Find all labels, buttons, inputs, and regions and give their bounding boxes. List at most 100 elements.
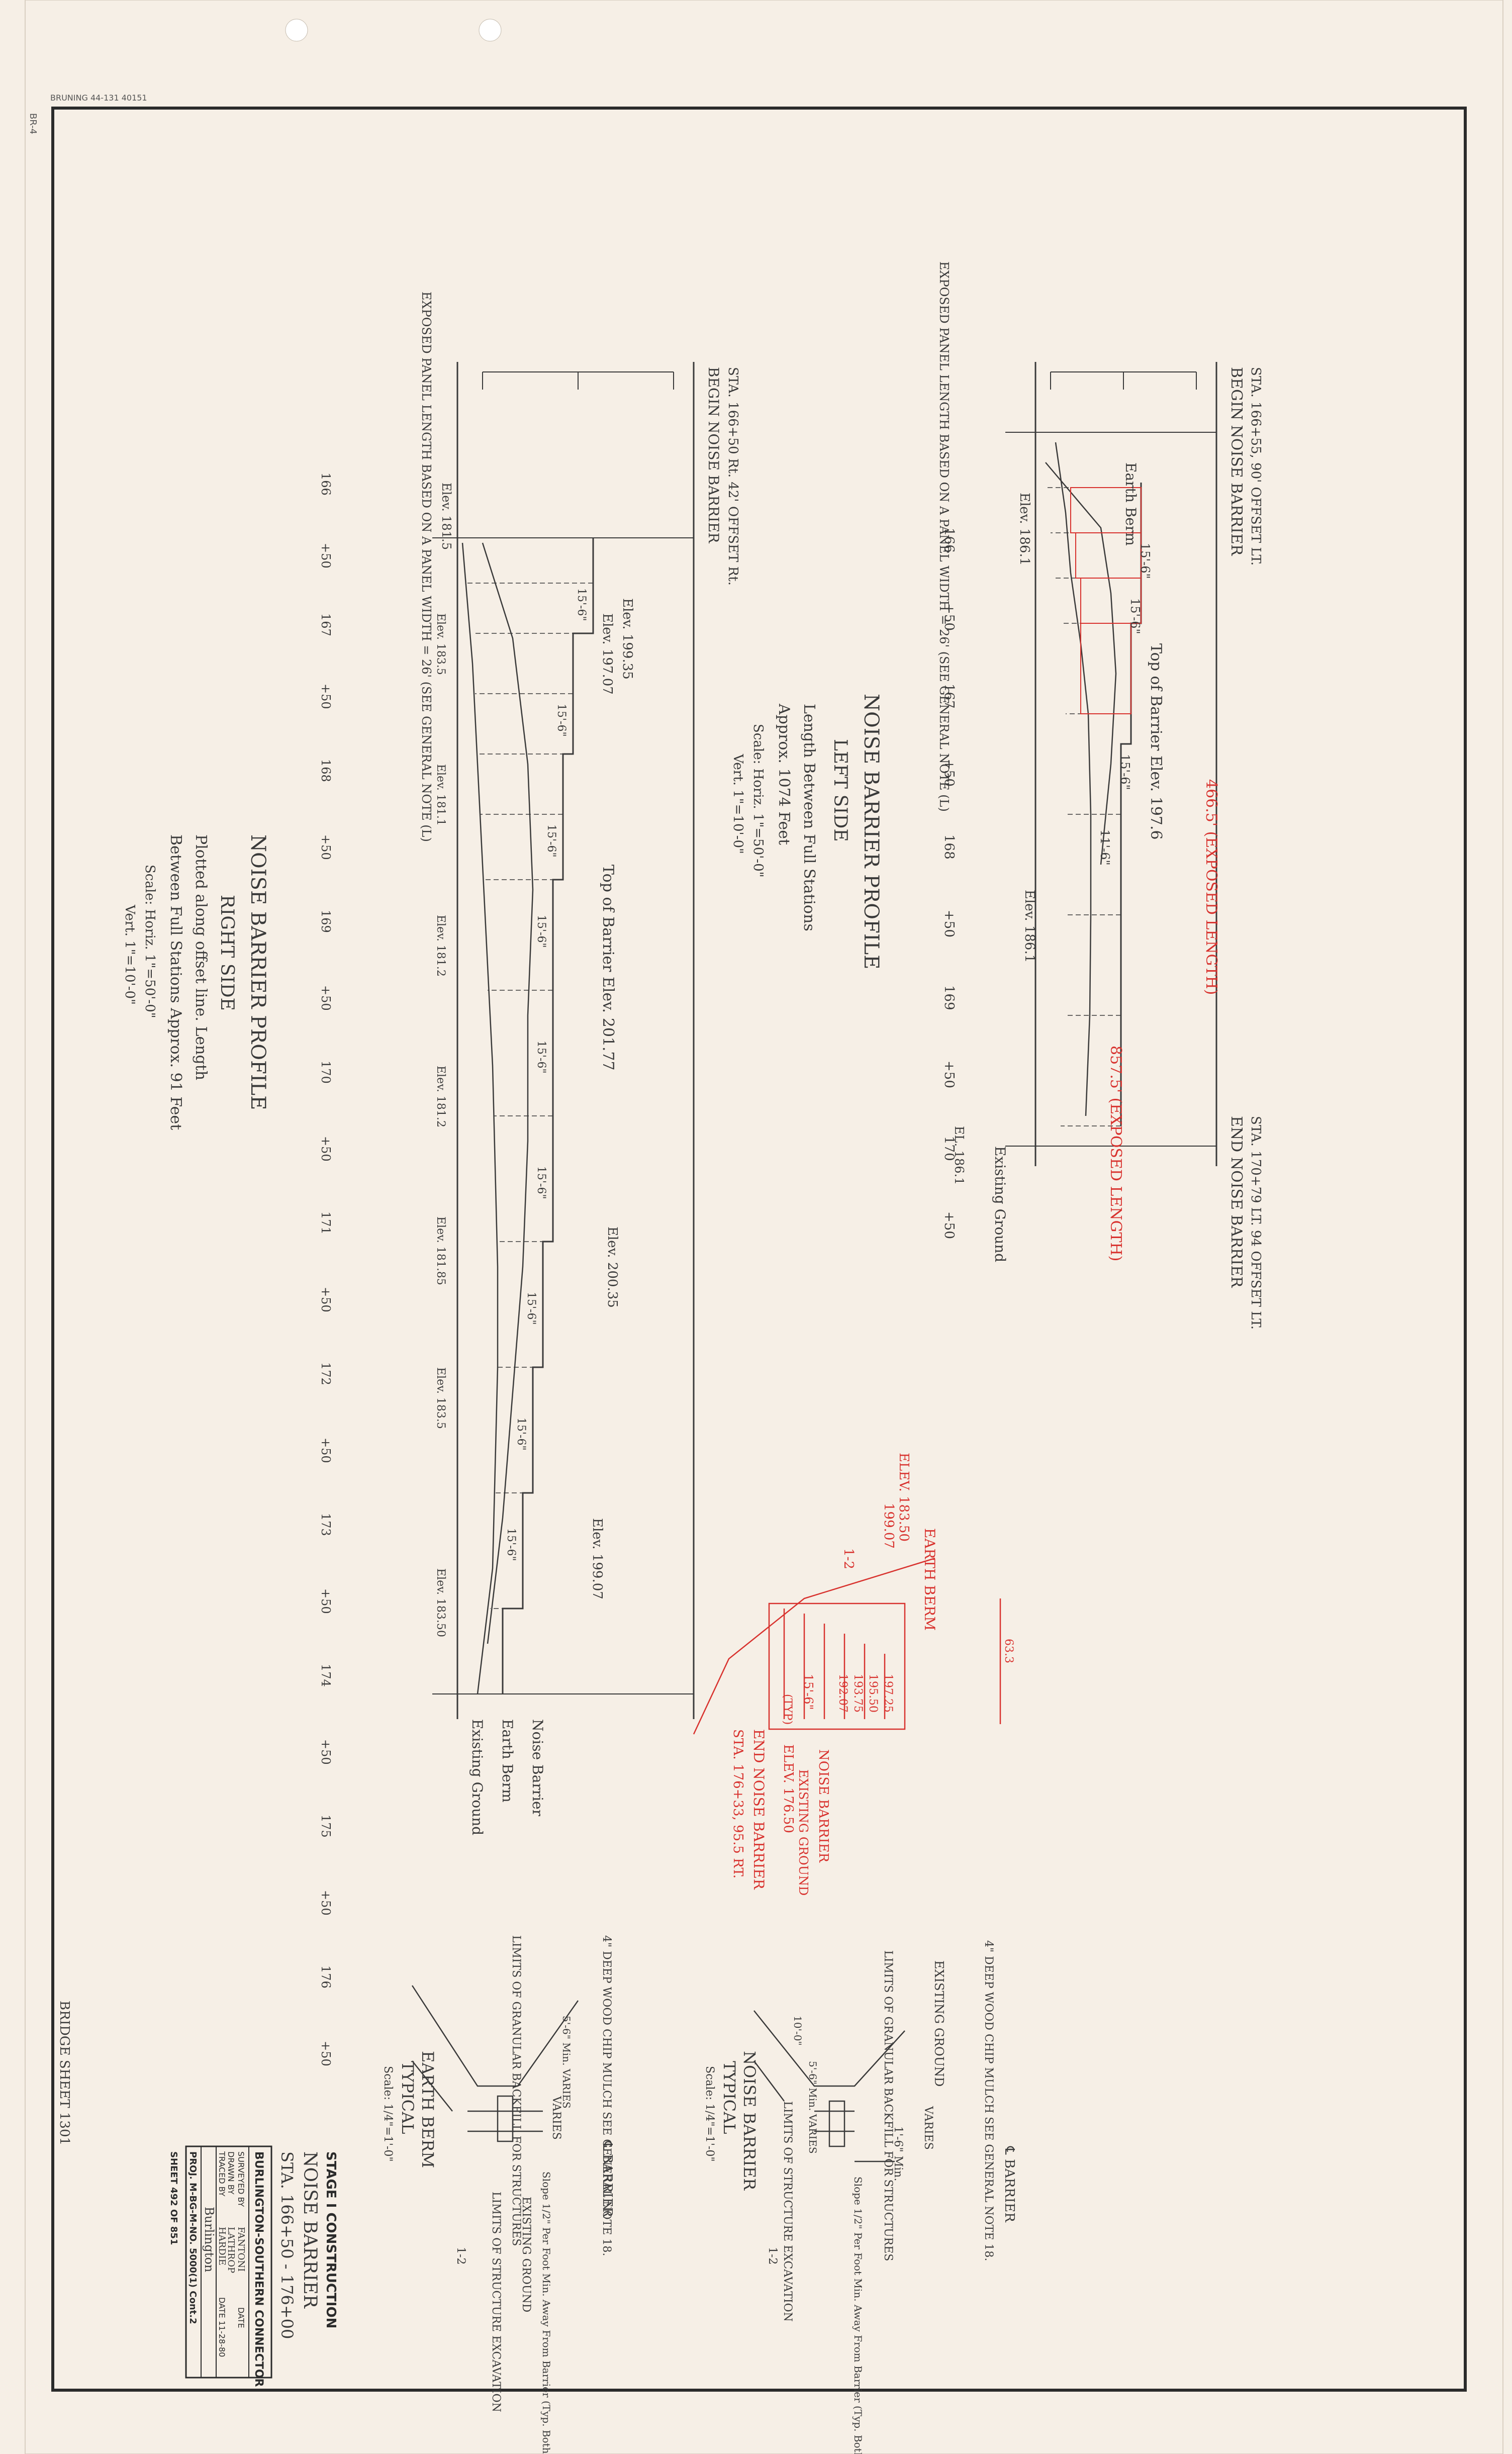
sta-left-168: 168 — [941, 834, 957, 860]
red-end-sta: STA. 176+33, 95.5 RT. — [730, 1729, 745, 1878]
left-panel-5: 11'-6" — [1098, 829, 1112, 866]
tb-drafter: LATHROP — [226, 2227, 236, 2273]
left-exposed-note: EXPOSED PANEL LENGTH BASED ON A PANEL WI… — [937, 261, 951, 812]
punch-hole-2 — [479, 19, 502, 42]
right-profile-scale-h: Scale: Horiz. 1"=50'-0" — [142, 865, 157, 1018]
tb-title: NOISE BARRIER — [300, 2151, 320, 2309]
tb-sheet-number: SHEET 492 OF 851 — [168, 2151, 179, 2245]
red-elev-176: ELEV. 176.50 — [781, 1744, 796, 1833]
right-noise-barrier: Noise Barrier — [529, 1719, 546, 1817]
right-gelev-3: Elev. 181.2 — [434, 915, 447, 977]
sta-right-18: 175 — [319, 1815, 333, 1838]
punch-hole-1 — [285, 19, 308, 42]
right-panel-8: 15'-6" — [515, 1418, 527, 1451]
left-profile-length: Length Between Full Stations — [800, 704, 818, 931]
right-panel-6: 15'-6" — [535, 1166, 547, 1199]
left-exposed-text: EXPOSED PANEL LENGTH BASED ON A PANEL WI… — [937, 261, 951, 812]
tb-proj-no: PROJ. M-BG-M-NO. 5000(1) Cont.2 — [187, 2151, 198, 2324]
left-panel-1: 15'-6" — [1138, 543, 1152, 579]
left-elev-2: Elev. 186.1 — [1022, 890, 1037, 963]
sta-right-6: 169 — [319, 910, 333, 933]
right-begin-label: BEGIN NOISE BARRIER — [705, 367, 722, 543]
right-profile-between: Between Full Stations Approx. 91 Feet — [167, 834, 184, 1130]
right-profile-subtitle: RIGHT SIDE — [217, 895, 237, 1011]
left-profile-scale-h: Scale: Horiz. 1"=50'-0" — [750, 724, 766, 878]
left-top-barrier: Top of Barrier Elev. 197.6 — [1147, 643, 1165, 840]
nb-limits-excavation: LIMITS OF STRUCTURE EXCAVATION — [781, 2101, 794, 2322]
red-noise-barrier: NOISE BARRIER — [816, 1749, 831, 1863]
left-begin-label: BEGIN NOISE BARRIER — [1227, 367, 1245, 556]
right-gelev-5: Elev. 181.85 — [434, 1216, 447, 1285]
sta-right-12: 172 — [319, 1362, 333, 1385]
nb-slope: 1-2 — [766, 2247, 779, 2264]
right-gelev-7: Elev. 183.50 — [434, 1568, 447, 1637]
eb-varies: VARIES — [550, 2096, 562, 2140]
tb-designer: FANTONI — [236, 2227, 246, 2272]
nb-sub: TYPICAL — [720, 2061, 739, 2134]
red-end-label: END NOISE BARRIER — [750, 1729, 767, 1890]
station-ticks-left: 166 +50 167 +50 168 +50 169 +50 170 +50 — [941, 528, 957, 1239]
right-begin-sta: STA. 166+50 Rt. 42' OFFSET Rt. — [725, 367, 740, 586]
nb-title: NOISE BARRIER — [740, 2051, 759, 2191]
tb-stations: STA. 166+50 - 176+00 — [277, 2151, 297, 2339]
nb-min-varies: 5'-6" Min. VARIES — [807, 2061, 819, 2154]
sta-left-167: 167 — [941, 684, 957, 709]
nb-min-wall: 1'-6" Min. — [892, 2126, 904, 2181]
right-panel-5: 15'-6" — [535, 1041, 547, 1074]
right-elev-d: Elev. 199.07 — [590, 1518, 605, 1599]
left-profile-scale-v: Vert. 1"=10'-0" — [730, 753, 745, 854]
left-profile-approx: Approx. 1074 Feet — [775, 703, 793, 845]
eb-sub: TYPICAL — [398, 2061, 417, 2134]
eb-existing-ground: EXISTING GROUND — [520, 2197, 532, 2312]
sta-right-8: 170 — [319, 1061, 333, 1084]
tb-project: BURLINGTON-SOUTHERN CONNECTOR — [252, 2151, 265, 2387]
left-side-profile: BEGIN NOISE BARRIER STA. 166+55, 90' OFF… — [952, 362, 1263, 1330]
sta-right-13: +50 — [319, 1438, 333, 1463]
eb-min-varies: 5'-6" Min. VARIES — [560, 2016, 573, 2109]
title-block: STAGE I CONSTRUCTION NOISE BARRIER STA. … — [168, 2145, 338, 2387]
sta-right-17: +50 — [319, 1739, 333, 1765]
sta-right-20: 176 — [319, 1965, 333, 1989]
sta-right-19: +50 — [319, 1890, 333, 1916]
sta-left-166: 166 — [941, 528, 957, 553]
sta-right-0: 166 — [319, 473, 333, 496]
red-slope: 1-2 — [841, 1548, 856, 1569]
red-typ: (TYP) — [781, 1694, 794, 1725]
right-elev-c: Elev. 200.35 — [605, 1226, 620, 1308]
nb-slope-note: Slope 1/2" Per Foot Min. Away From Barri… — [852, 2177, 864, 2454]
eb-barrier-cl: ℄ BARRIER — [600, 2141, 615, 2218]
red-elev-bottom: ELEV. 183.50 — [896, 1453, 911, 1542]
red-end-detail: EARTH BERM 199.07 1-2 ELEV. 183.50 (TYP)… — [693, 1453, 1015, 1896]
red-dim-2: 195.50 — [867, 1674, 879, 1713]
right-top-barrier: Top of Barrier Elev. 201.77 — [599, 865, 617, 1071]
right-panel-9: 15'-6" — [505, 1528, 517, 1561]
sta-left-167-50: +50 — [941, 759, 957, 787]
left-existing-ground: Existing Ground — [992, 1146, 1008, 1262]
eb-mulch: 4" DEEP WOOD CHIP MULCH SEE GENERAL NOTE… — [600, 1935, 613, 2256]
sta-right-3: +50 — [319, 684, 333, 709]
sta-right-7: +50 — [319, 985, 333, 1011]
nb-barrier-cl: ℄ BARRIER — [1002, 2146, 1017, 2223]
nb-existing-ground: EXISTING GROUND — [932, 1960, 946, 2087]
right-profile-scale-v: Vert. 1"=10'-0" — [122, 904, 137, 1005]
tb-traced-by: TRACED BY — [217, 2151, 227, 2197]
right-side-profile: BEGIN NOISE BARRIER STA. 166+50 Rt. 42' … — [432, 362, 740, 1835]
nb-scale: Scale: 1/4"=1'-0" — [703, 2066, 716, 2162]
nb-mulch: 4" DEEP WOOD CHIP MULCH SEE GENERAL NOTE… — [982, 1940, 995, 2261]
right-panel-2: 15'-6" — [555, 704, 568, 737]
left-elev-1: Elev. 186.1 — [1017, 493, 1032, 565]
red-existing-ground: EXISTING GROUND — [796, 1769, 810, 1896]
sta-left-169-50: +50 — [941, 1061, 957, 1088]
right-profile-plotted: Plotted along offset line. Length — [192, 834, 210, 1080]
right-gelev-6: Elev. 183.5 — [434, 1367, 447, 1429]
red-dim-3: 193.75 — [852, 1674, 864, 1713]
right-exposed-note: EXPOSED PANEL LENGTH BASED ON A PANEL WI… — [419, 292, 433, 842]
eb-title: EARTH BERM — [418, 2051, 437, 2168]
tb-date: DATE 11-28-80 — [217, 2297, 227, 2357]
sta-left-168-50: +50 — [941, 910, 957, 937]
station-ticks-right: 166 +50 167 +50 168 +50 169 +50 170 +50 … — [319, 473, 333, 2066]
right-panel-1: 15'-6" — [575, 588, 588, 621]
red-dim-1: 197.25 — [882, 1674, 894, 1713]
